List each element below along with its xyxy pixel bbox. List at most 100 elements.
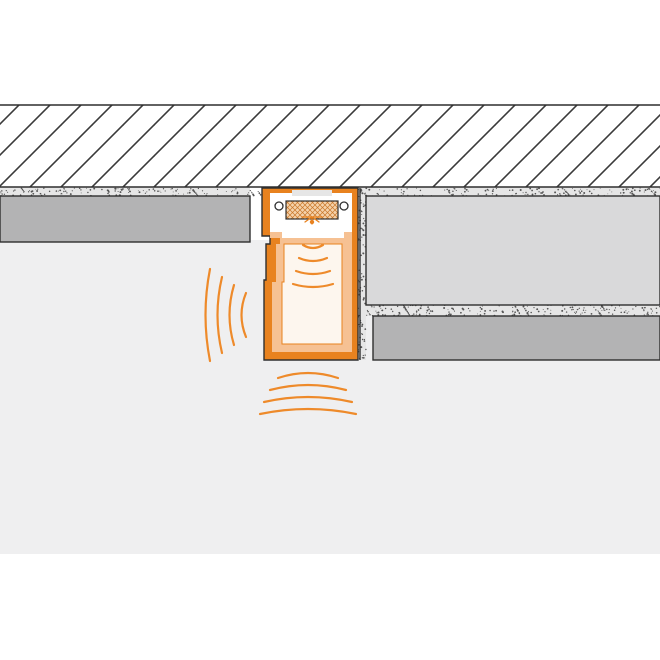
mortar-speck xyxy=(361,357,364,359)
mortar-speck xyxy=(516,309,519,312)
mortar-speck xyxy=(172,191,174,193)
mortar-speck xyxy=(542,191,544,193)
mortar-speck xyxy=(643,191,645,193)
mortar-speck xyxy=(600,307,601,309)
mortar-speck xyxy=(362,298,365,301)
mortar-speck xyxy=(650,190,653,193)
mortar-speck xyxy=(526,312,529,314)
mortar-speck xyxy=(518,312,520,314)
mortar-speck xyxy=(0,192,2,194)
mortar-speck xyxy=(632,193,635,196)
mortar-speck xyxy=(461,307,464,310)
mortar-speck xyxy=(522,192,524,194)
mortar-speck xyxy=(429,310,432,312)
mortar-speck xyxy=(527,311,530,313)
mortar-speck xyxy=(650,312,652,314)
mortar-speck xyxy=(536,188,539,191)
mortar-speck xyxy=(491,193,494,195)
mortar-speck xyxy=(456,190,457,192)
mortar-speck xyxy=(78,187,81,189)
mortar-speck xyxy=(620,311,622,314)
mortar-speck xyxy=(390,308,393,310)
mortar-speck xyxy=(63,190,65,193)
mortar-speck xyxy=(571,309,573,311)
mortar-speck xyxy=(190,188,192,190)
mortar-speck xyxy=(572,308,574,311)
mortar-speck xyxy=(73,187,76,189)
mortar-speck xyxy=(361,214,363,215)
mortar-speck xyxy=(71,190,73,192)
mortar-speck xyxy=(428,308,430,311)
mortar-speck xyxy=(216,188,219,191)
mortar-speck xyxy=(599,187,601,189)
mortar-speck xyxy=(427,306,429,308)
mortar-speck xyxy=(159,190,161,192)
mortar-speck xyxy=(36,190,39,192)
mortar-speck xyxy=(371,306,373,308)
mortar-speck xyxy=(495,188,497,190)
mortar-speck xyxy=(515,192,517,195)
mortar-speck xyxy=(22,190,24,192)
mortar-speck xyxy=(635,305,637,308)
mortar-speck xyxy=(23,191,25,193)
mortar-speck xyxy=(627,188,629,191)
mortar-speck xyxy=(232,190,234,192)
mortar-speck xyxy=(469,310,471,312)
mortar-speck xyxy=(626,312,628,314)
mortar-speck xyxy=(144,192,147,194)
mortar-speck xyxy=(361,273,363,275)
mortar-speck xyxy=(450,307,453,309)
mortar-speck xyxy=(467,190,469,192)
mortar-speck xyxy=(419,189,422,192)
mortar-speck xyxy=(465,188,468,191)
mortar-speck xyxy=(630,190,633,193)
mortar-speck xyxy=(531,189,533,192)
mortar-speck xyxy=(550,309,552,311)
mortar-speck xyxy=(502,311,504,314)
mortar-speck xyxy=(107,190,110,192)
mortar-speck xyxy=(58,190,59,192)
mortar-speck xyxy=(619,192,622,194)
mortar-speck xyxy=(583,192,586,194)
mortar-speck xyxy=(195,192,197,194)
mortar-speck xyxy=(363,263,365,266)
mortar-speck xyxy=(524,307,526,310)
mortar-speck xyxy=(565,191,568,194)
mortar-speck xyxy=(193,191,196,193)
mortar-speck xyxy=(170,188,172,190)
mortar-speck xyxy=(586,189,588,191)
mortar-speck xyxy=(476,313,478,315)
mortar-speck xyxy=(364,354,366,356)
light-waves-left xyxy=(204,267,248,363)
mortar-speck xyxy=(362,252,364,254)
mortar-speck xyxy=(543,314,545,316)
mortar-speck xyxy=(540,192,542,194)
mortar-speck xyxy=(619,305,620,307)
mortar-speck xyxy=(629,192,632,194)
mortar-speck xyxy=(613,309,616,311)
mortar-speck xyxy=(603,307,605,310)
mortar-speck xyxy=(48,190,51,193)
mortar-speck xyxy=(481,305,483,307)
mortar-speck xyxy=(119,191,122,194)
mortar-speck xyxy=(549,312,552,315)
mortar-speck xyxy=(361,236,363,238)
mortar-speck xyxy=(361,228,364,230)
mortar-speck xyxy=(567,192,568,194)
mortar-speck xyxy=(449,313,452,316)
mortar-speck xyxy=(157,190,159,193)
mortar-speck xyxy=(107,192,109,195)
mortar-speck xyxy=(247,193,249,196)
mortar-speck xyxy=(542,309,544,310)
mortar-speck xyxy=(567,193,569,195)
mortar-speck xyxy=(583,307,585,309)
mortar-speck xyxy=(557,194,559,196)
mortar-speck xyxy=(175,190,177,192)
light-waves-bottom xyxy=(258,371,358,416)
mortar-speck xyxy=(361,325,363,327)
mortar-speck xyxy=(601,306,604,308)
mortar-speck xyxy=(650,308,653,310)
light-wave-arc xyxy=(276,371,340,380)
mortar-speck xyxy=(447,313,450,316)
mortar-speck xyxy=(641,306,644,309)
